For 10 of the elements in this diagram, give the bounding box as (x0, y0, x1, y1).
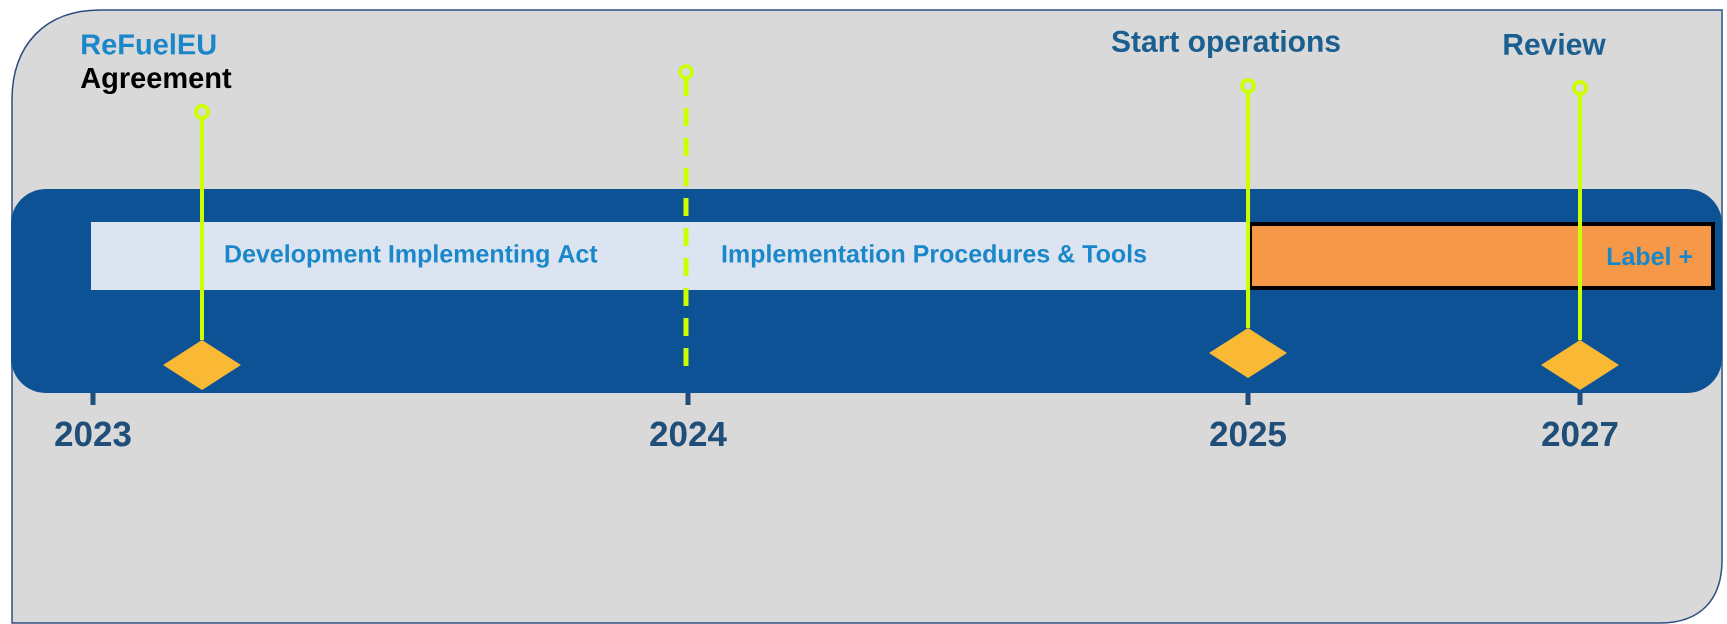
milestone-label: Start operations (1111, 30, 1340, 58)
phase-bar: Development Implementing Act Implementation Procedures & Tools (91, 222, 1248, 290)
year-label: 2025 (1210, 421, 1286, 447)
milestone-label: Review (1504, 33, 1606, 55)
milestone-label: Agreement (80, 67, 232, 95)
year-label: 2024 (650, 421, 727, 447)
year-label: 2027 (1542, 421, 1618, 447)
milestone-label: ReFuelEU (82, 33, 216, 55)
phase-bar: Label + (1248, 222, 1715, 290)
year-label: 2023 (55, 421, 131, 447)
